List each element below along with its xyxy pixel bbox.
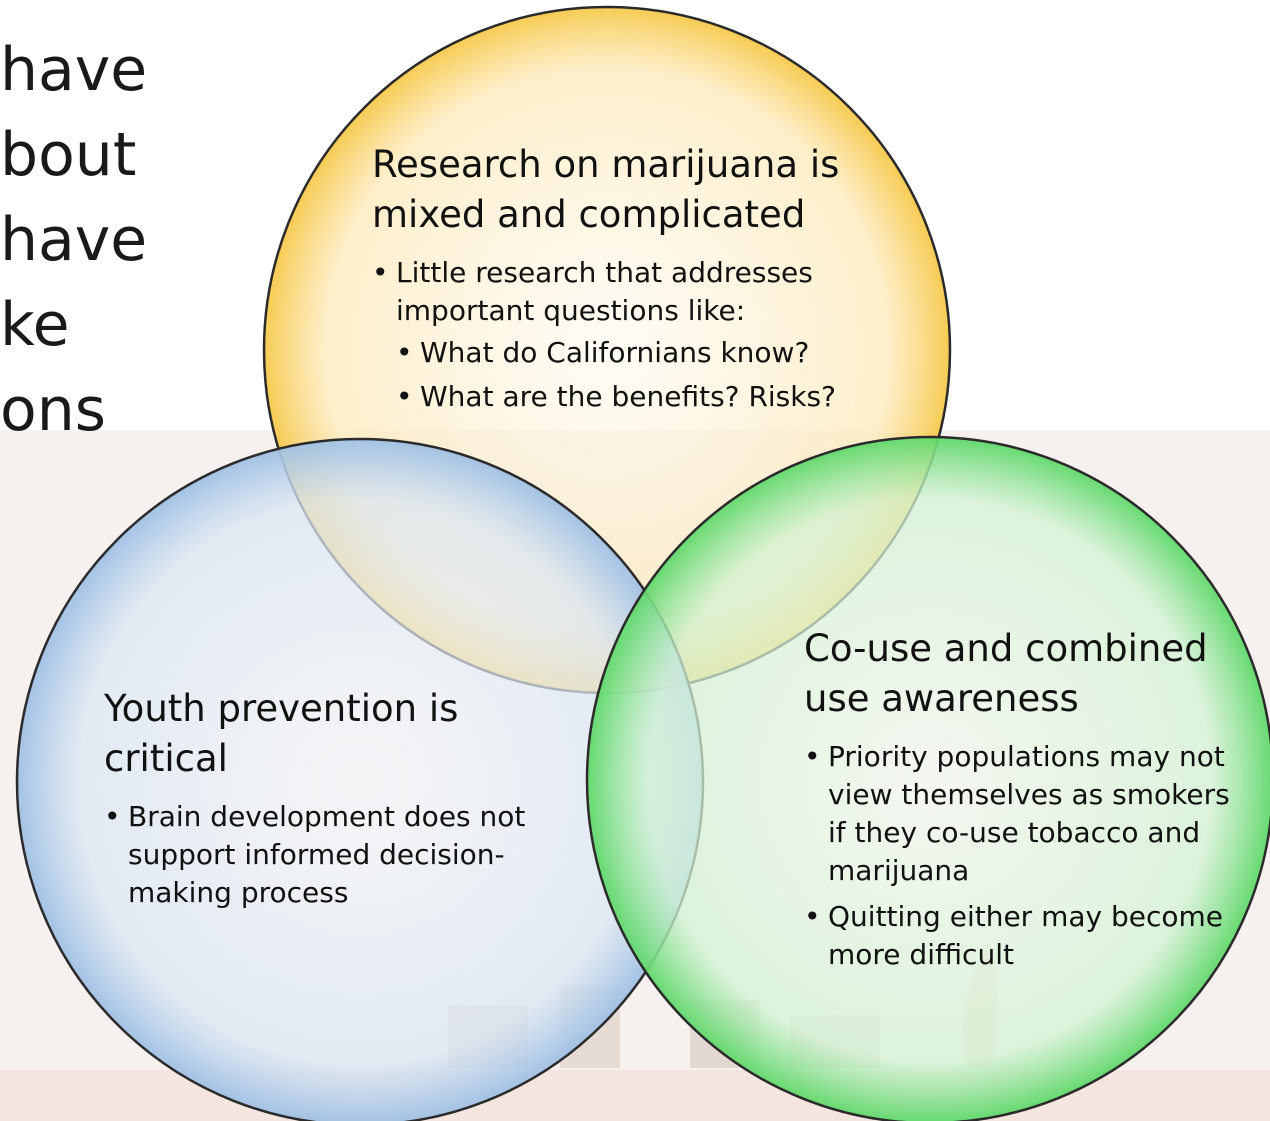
sub-bullet-item: What do Californians know? xyxy=(396,334,892,372)
side-text-line: ons xyxy=(0,375,106,445)
bullet-item: Priority populations may not view themse… xyxy=(804,738,1234,890)
bullet-list: Priority populations may not view themse… xyxy=(804,738,1234,974)
sub-bullet-list: What do Californians know? What are the … xyxy=(396,334,892,416)
bullet-item: Brain development does not support infor… xyxy=(104,798,544,912)
bullet-text: Little research that addresses important… xyxy=(396,256,813,327)
sub-bullet-item: What are the benefits? Risks? xyxy=(396,378,892,416)
bullet-item: Quitting either may become more difficul… xyxy=(804,898,1234,974)
bullet-list: Little research that addresses important… xyxy=(372,254,892,416)
venn-label-research: Research on marijuana is mixed and compl… xyxy=(372,140,892,424)
side-text-line: have xyxy=(0,35,148,105)
side-text-line: bout xyxy=(0,120,137,190)
venn-title: Research on marijuana is mixed and compl… xyxy=(372,143,840,236)
side-text-line: ke xyxy=(0,290,70,360)
side-text-line: have xyxy=(0,205,148,275)
bullet-item: Little research that addresses important… xyxy=(372,254,892,416)
venn-title: Youth prevention is critical xyxy=(104,687,459,780)
bullet-list: Brain development does not support infor… xyxy=(104,798,544,912)
slide-side-text: have bout have ke ons xyxy=(0,28,230,453)
venn-label-youth: Youth prevention is critical Brain devel… xyxy=(104,684,544,920)
venn-label-couse: Co-use and combined use awareness Priori… xyxy=(804,624,1234,982)
venn-title: Co-use and combined use awareness xyxy=(804,627,1208,720)
